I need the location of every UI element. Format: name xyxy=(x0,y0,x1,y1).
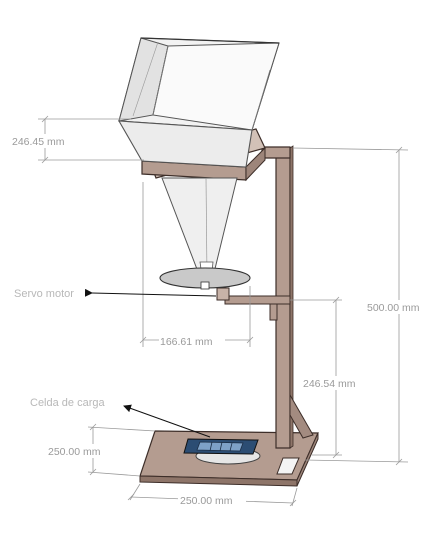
arm-height-label: 246.54 mm xyxy=(303,378,356,390)
load-cell-callout-arrow xyxy=(123,404,211,438)
load-cell xyxy=(183,438,261,465)
base-width-label: 250.00 mm xyxy=(180,495,233,507)
dispensing-plate xyxy=(159,267,251,290)
hopper xyxy=(118,37,280,168)
hopper-width-label: 246.45 mm xyxy=(12,136,65,148)
top-arm xyxy=(261,146,291,159)
base-depth-label: 250.00 mm xyxy=(48,446,101,458)
servo-callout-arrow xyxy=(84,288,217,297)
servo-arm xyxy=(216,287,291,321)
plate-diameter-label: 166.61 mm xyxy=(160,336,213,348)
funnel-cone xyxy=(161,177,238,283)
vertical-post xyxy=(275,145,314,475)
load-cell-callout-text: Celda de carga xyxy=(30,397,105,409)
servo-callout-text: Servo motor xyxy=(14,288,74,300)
dimension-labels: 246.45 mm 166.61 mm 500.00 mm 246.54 mm … xyxy=(11,134,432,507)
total-height-label: 500.00 mm xyxy=(367,302,420,314)
callouts: Servo motor Celda de carga xyxy=(14,288,217,438)
